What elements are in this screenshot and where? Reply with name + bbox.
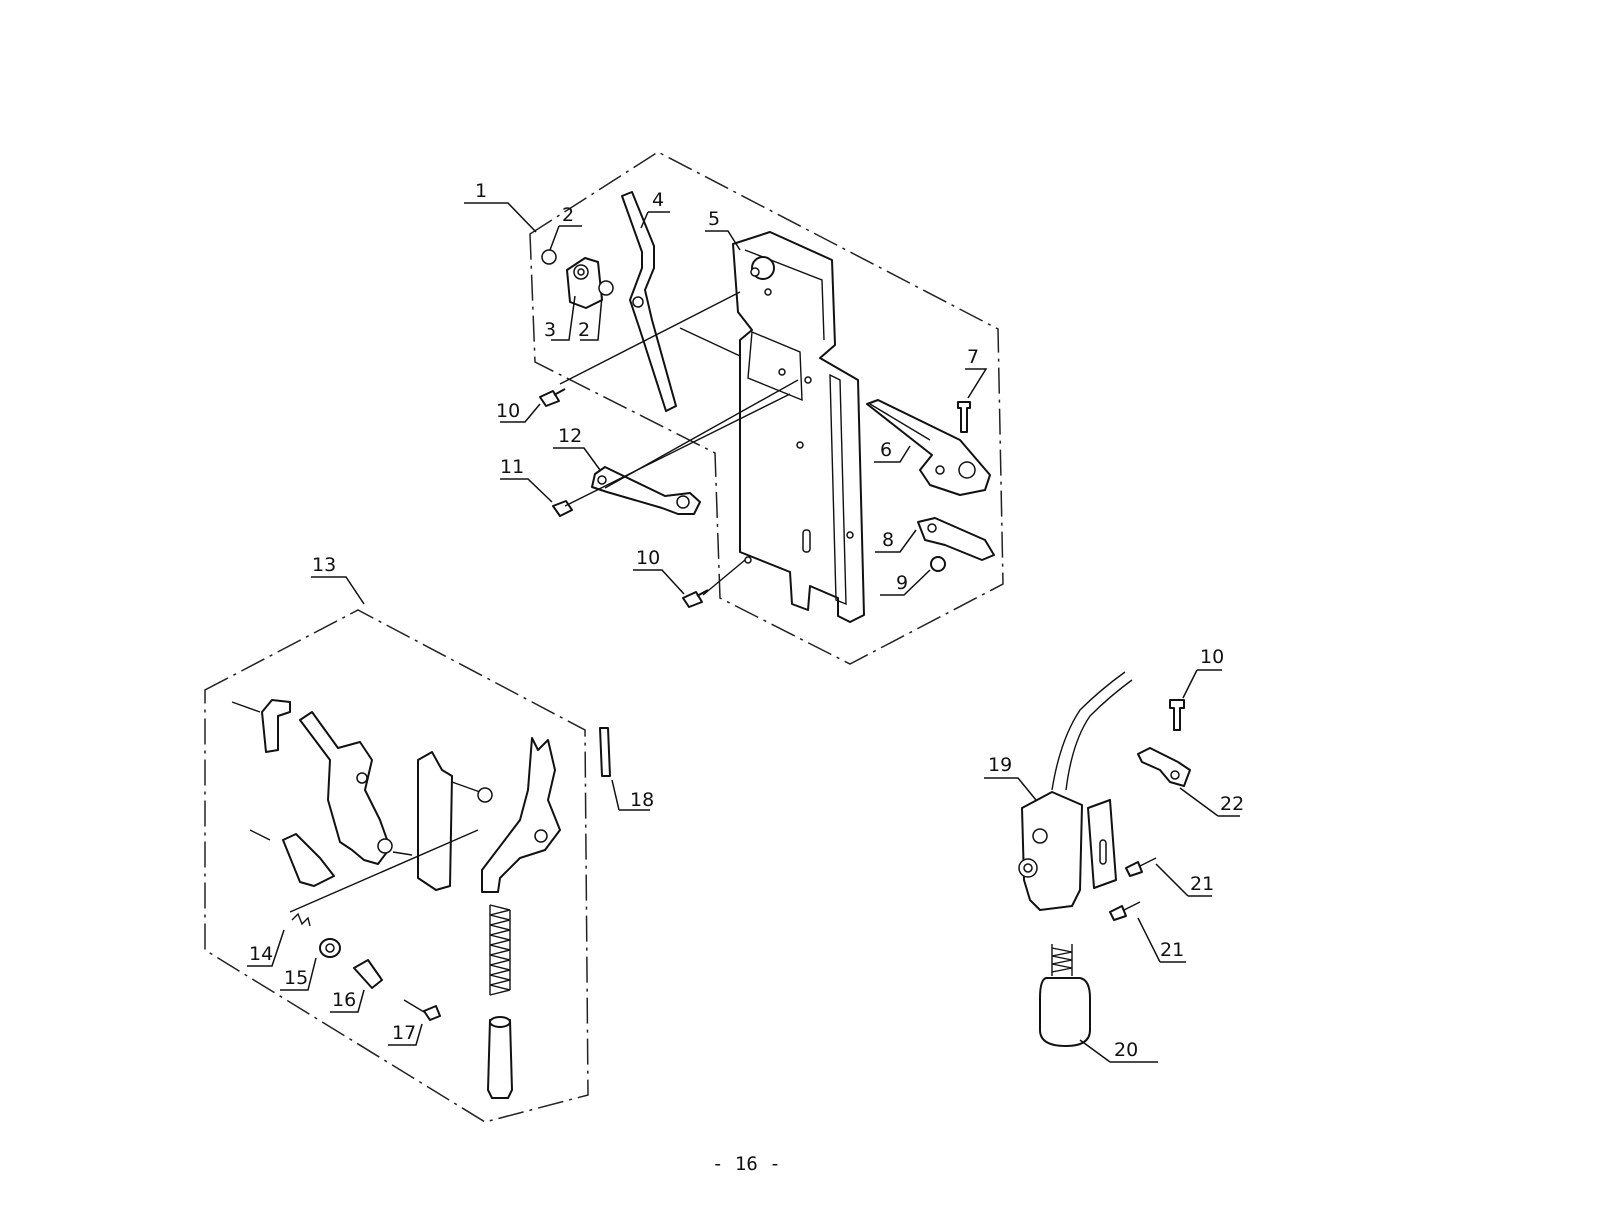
part-4-lever	[621, 191, 677, 412]
part-17-screw	[423, 1005, 441, 1021]
callout-6: 6	[880, 439, 892, 461]
callout-10-upper: 10	[496, 400, 520, 422]
assembly-1-boundary	[529, 151, 1004, 665]
part-21-screw-upper	[1125, 861, 1143, 877]
lever-plate-middle	[417, 751, 453, 891]
part-10-screw-mid	[682, 589, 709, 608]
part-2-screw-upper	[541, 249, 557, 265]
plunger-pin	[487, 1019, 513, 1099]
part-22-clamp	[1137, 747, 1191, 787]
callout-10-mid: 10	[636, 547, 660, 569]
callout-16: 16	[332, 989, 356, 1011]
assembly-13-boundary	[204, 609, 589, 1123]
callout-2-lower: 2	[578, 319, 590, 341]
bracket-upper-left	[261, 699, 291, 753]
callout-22: 22	[1220, 793, 1244, 815]
callout-13: 13	[312, 554, 336, 576]
callout-7: 7	[967, 346, 979, 368]
page-number: - 16 -	[712, 1153, 781, 1175]
part-14-spring	[291, 912, 311, 927]
part-9-washer	[930, 556, 946, 572]
callout-20: 20	[1114, 1039, 1138, 1061]
part-19-lamp-socket	[1021, 791, 1083, 911]
part-18-spring-pin	[599, 727, 611, 777]
lever-plate-left	[299, 711, 391, 865]
part-20-bulb	[1039, 977, 1091, 1047]
callout-11: 11	[500, 456, 524, 478]
callout-5: 5	[708, 208, 720, 230]
callout-18: 18	[630, 789, 654, 811]
callout-2-upper: 2	[562, 204, 574, 226]
callout-3: 3	[544, 319, 556, 341]
callout-1: 1	[475, 180, 487, 202]
part-16-shaft	[353, 959, 383, 989]
callout-8: 8	[882, 529, 894, 551]
callout-10-light: 10	[1200, 646, 1224, 668]
bulb-thread	[1051, 947, 1073, 973]
part-8-plate	[917, 517, 995, 561]
coil-spring	[489, 904, 511, 996]
cable	[1051, 671, 1126, 791]
callout-19: 19	[988, 754, 1012, 776]
callout-17: 17	[392, 1022, 416, 1044]
part-5-main-plate	[732, 231, 865, 623]
callout-21-lower: 21	[1160, 939, 1184, 961]
callout-14: 14	[249, 943, 273, 965]
callout-12: 12	[558, 425, 582, 447]
callout-15: 15	[284, 967, 308, 989]
part-10-screw-light	[1169, 699, 1185, 731]
part-7-screw	[957, 401, 971, 433]
part-2-screw-lower	[598, 280, 614, 296]
callout-4: 4	[652, 189, 664, 211]
small-plate-left	[282, 833, 335, 887]
callout-9: 9	[896, 572, 908, 594]
part-21-screw-lower	[1109, 905, 1127, 921]
part-10-screw-upper	[539, 388, 566, 407]
fork-lever	[481, 737, 561, 893]
callout-21-upper: 21	[1190, 873, 1214, 895]
leader-lines	[247, 202, 1240, 1063]
